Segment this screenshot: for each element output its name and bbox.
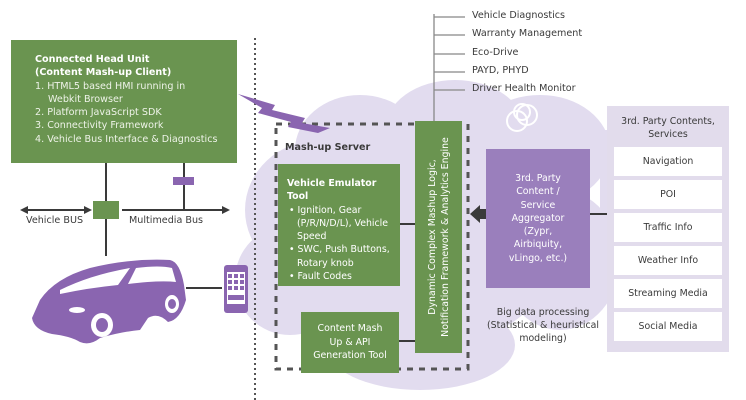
vehicle-bus-label: Vehicle BUS	[26, 215, 84, 226]
vehicle-bus-right-arrow	[84, 206, 92, 214]
head-unit-box: Connected Head Unit (Content Mash-up Cli…	[11, 40, 237, 163]
vehicle-service-item: PAYD, PHYD	[472, 65, 529, 76]
third-party-title-line: 3rd. Party Contents,	[621, 116, 715, 127]
car-windshield	[60, 268, 130, 294]
aggregator-line: Aggregator	[511, 212, 565, 224]
engine-line-1: Dynamic Complex Mashup Logic,	[426, 159, 438, 315]
aggregator-line: Airbiquity,	[513, 239, 563, 251]
aggregator-line: (Zypr,	[523, 226, 553, 238]
aggregator-to-engine-arrow	[470, 205, 486, 223]
vehicle-bus-left-arrow	[20, 206, 28, 214]
head-unit-item: 1. HTML5 based HMI running in	[35, 80, 186, 92]
service-weather-info: Weather Info	[614, 246, 722, 275]
smartphone-icon	[224, 265, 248, 313]
vehicle-service-item: Driver Health Monitor	[472, 83, 576, 94]
vehicle-emulator-box: Vehicle Emulator Tool • Ignition, Gear (…	[278, 164, 400, 286]
service-social-media: Social Media	[614, 312, 722, 341]
aggregator-line: vLingo, etc.)	[508, 252, 568, 264]
service-streaming-media: Streaming Media	[614, 279, 722, 308]
vehicle-service-item: Warranty Management	[472, 28, 583, 39]
mashup-server-label: Mash-up Server	[285, 142, 371, 153]
big-data-line: modeling)	[519, 333, 567, 344]
content-tool-line: Up & API	[329, 336, 371, 348]
mashup-engine-box: Dynamic Complex Mashup Logic, Notificati…	[415, 121, 462, 353]
head-unit-item: 3. Connectivity Framework	[35, 120, 164, 132]
aggregator-box: 3rd. Party Content / Service Aggregator …	[486, 149, 590, 288]
big-data-line: (Statistical & heuristical	[486, 320, 600, 331]
multimedia-bus-connector	[173, 177, 194, 185]
circles-icon	[506, 103, 538, 132]
car-headlight	[69, 307, 85, 313]
emulator-bullet: • SWC, Push Buttons, Rotary knob	[289, 244, 390, 269]
content-mashup-tool-box: Content Mash Up & API Generation Tool	[301, 312, 399, 373]
aggregator-line: 3rd. Party	[515, 172, 561, 184]
head-unit-item: Webkit Browser	[48, 93, 123, 105]
aggregator-line: Content /	[516, 186, 560, 198]
multimedia-bus-arrow	[222, 206, 230, 214]
content-tool-line: Content Mash	[317, 323, 383, 335]
head-unit-title-2: (Content Mash-up Client)	[35, 67, 172, 79]
wireless-link-icon	[238, 94, 330, 133]
emulator-bullet: • Ignition, Gear (P/R/N/D/L), Vehicle Sp…	[289, 204, 389, 243]
engine-line-2: Notification Framework & Analytics Engin…	[439, 137, 451, 337]
aggregator-line: Service	[520, 199, 556, 211]
big-data-label: Big data processing (Statistical & heuri…	[474, 306, 612, 345]
multimedia-bus-label: Multimedia Bus	[129, 215, 204, 226]
third-party-title-line: Services	[648, 129, 688, 140]
third-party-panel: 3rd. Party Contents, Services Navigation…	[607, 106, 729, 352]
emulator-bullet: • Fault Codes	[289, 271, 352, 283]
car-side-window	[128, 266, 176, 284]
head-unit-item: 4. Vehicle Bus Interface & Diagnostics	[35, 133, 218, 145]
services-tree	[433, 14, 465, 122]
service-poi: POI	[614, 180, 722, 209]
vehicle-service-item: Vehicle Diagnostics	[472, 10, 566, 21]
vehicle-service-item: Eco-Drive	[472, 47, 519, 58]
big-data-line: Big data processing	[496, 307, 590, 318]
content-tool-line: Generation Tool	[313, 350, 387, 362]
third-party-title: 3rd. Party Contents, Services	[607, 106, 729, 147]
head-unit-item: 2. Platform JavaScript SDK	[35, 107, 162, 119]
vehicle-bus-connector	[93, 201, 119, 219]
emulator-title: Vehicle Emulator Tool	[287, 178, 377, 203]
service-traffic-info: Traffic Info	[614, 213, 722, 242]
head-unit-title-1: Connected Head Unit	[35, 54, 150, 65]
service-navigation: Navigation	[614, 147, 722, 176]
